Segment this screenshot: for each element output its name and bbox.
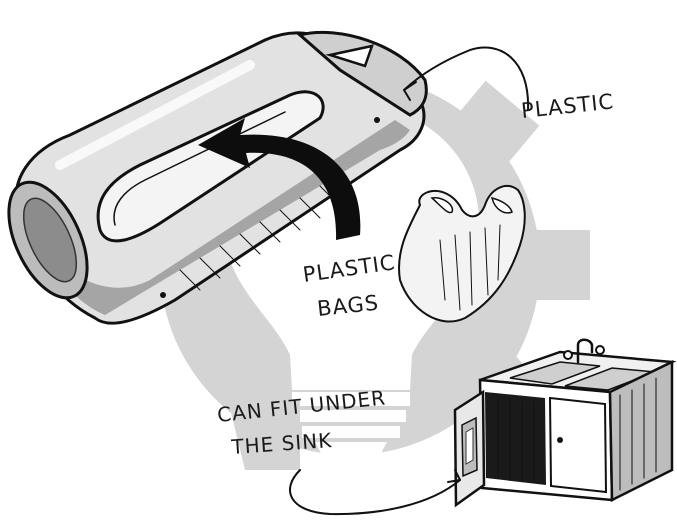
plastic-label: PLASTIC	[520, 89, 615, 123]
sink-pointer-line	[290, 470, 460, 514]
